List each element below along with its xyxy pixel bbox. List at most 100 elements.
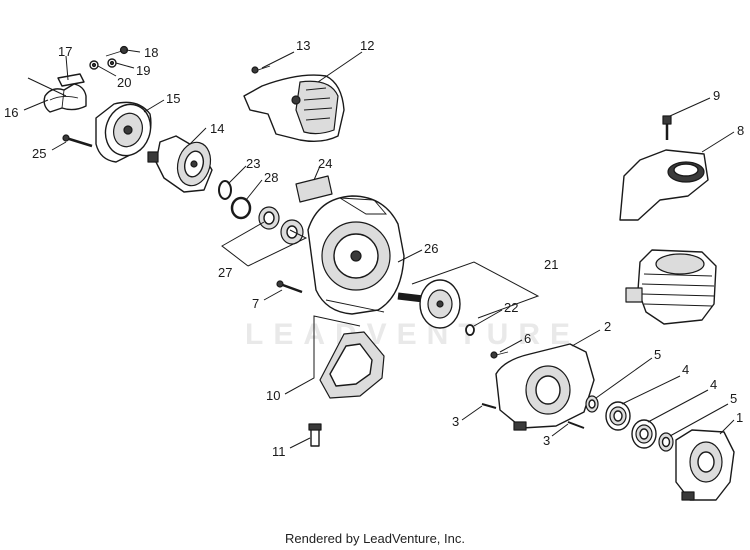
part-8-cylinder-cover xyxy=(619,149,709,221)
leader-6 xyxy=(499,339,523,353)
footer-credit: Rendered by LeadVenture, Inc. xyxy=(285,531,465,546)
callout-24: 24 xyxy=(318,156,332,171)
callout-numbers: 16 17 18 19 20 15 25 14 23 28 13 12 24 2… xyxy=(4,38,744,459)
callout-2: 2 xyxy=(604,319,611,334)
leader-11 xyxy=(289,437,311,449)
callout-28: 28 xyxy=(264,170,278,185)
part-4-bearing-a xyxy=(605,401,631,431)
callout-4-lower: 4 xyxy=(710,377,717,392)
part-28-ring xyxy=(230,196,252,220)
callout-21: 21 xyxy=(544,257,558,272)
callout-3-right: 3 xyxy=(543,433,550,448)
part-20-washer xyxy=(89,60,99,70)
part-4-bearing-b xyxy=(631,419,657,449)
leader-4b xyxy=(647,389,709,423)
leader-20 xyxy=(97,65,117,77)
callout-19: 19 xyxy=(136,63,150,78)
callout-13: 13 xyxy=(296,38,310,53)
leader-16b xyxy=(27,77,67,97)
leader-9 xyxy=(669,97,711,117)
leader-27 xyxy=(221,221,308,267)
part-10-strap xyxy=(319,331,385,399)
part-22-ring xyxy=(465,324,475,336)
part-23-ring xyxy=(218,180,232,200)
part-14-clutch-hub xyxy=(147,135,213,193)
part-3-pin-b xyxy=(567,421,585,429)
callout-4-upper: 4 xyxy=(682,362,689,377)
callout-18: 18 xyxy=(144,45,158,60)
leader-1 xyxy=(719,419,735,435)
leader-4a xyxy=(621,375,681,405)
callout-27: 27 xyxy=(218,265,232,280)
part-26-fan-housing xyxy=(307,195,405,315)
leader-8 xyxy=(701,131,735,153)
leader-24 xyxy=(313,165,321,181)
callout-14: 14 xyxy=(210,121,224,136)
part-7-bolt xyxy=(276,280,303,294)
callout-26: 26 xyxy=(424,241,438,256)
leader-5a xyxy=(595,357,653,399)
leader-26 xyxy=(397,249,423,263)
part-1-crankcase xyxy=(675,429,735,501)
leader-lines xyxy=(23,49,735,449)
part-12-shroud xyxy=(243,74,345,143)
leader-19 xyxy=(115,62,135,69)
callout-1: 1 xyxy=(736,410,743,425)
leader-2 xyxy=(571,329,601,347)
leader-14 xyxy=(189,127,207,145)
part-27-bearing-a xyxy=(258,206,280,230)
callout-6: 6 xyxy=(524,331,531,346)
leader-7 xyxy=(263,289,283,301)
part-24-gasket xyxy=(295,175,333,203)
part-25-screw xyxy=(62,134,93,148)
part-5-seal-b xyxy=(658,432,674,452)
callout-23: 23 xyxy=(246,156,260,171)
callout-20: 20 xyxy=(117,75,131,90)
callout-22: 22 xyxy=(504,300,518,315)
callout-11: 11 xyxy=(272,444,286,459)
leader-18 xyxy=(125,49,141,53)
leader-3a xyxy=(461,405,483,421)
callout-25: 25 xyxy=(32,146,46,161)
part-2-crankcase xyxy=(495,343,595,431)
part-27-bearing-b xyxy=(280,219,304,245)
leader-17 xyxy=(65,55,69,81)
part-17-clamp-top xyxy=(57,73,85,87)
part-21-drum xyxy=(397,279,461,329)
leader-16 xyxy=(23,99,49,111)
callout-5-lower: 5 xyxy=(730,391,737,406)
leader-13 xyxy=(261,51,295,69)
callout-8: 8 xyxy=(737,123,744,138)
callout-16: 16 xyxy=(4,105,18,120)
leader-15 xyxy=(143,99,165,113)
leader-28 xyxy=(245,179,263,201)
part-15-clutch-cover xyxy=(95,101,152,163)
callout-9: 9 xyxy=(713,88,720,103)
callout-17: 17 xyxy=(58,44,72,59)
callout-15: 15 xyxy=(166,91,180,106)
watermark: LEADVENTURE xyxy=(245,318,581,351)
cylinder-block xyxy=(625,249,717,325)
leader-10 xyxy=(284,315,361,395)
part-5-seal-a xyxy=(585,395,599,413)
part-19-washer xyxy=(107,58,117,68)
callout-5-upper: 5 xyxy=(654,347,661,362)
callout-10: 10 xyxy=(266,388,280,403)
callout-12: 12 xyxy=(360,38,374,53)
part-9-bolt xyxy=(662,115,672,140)
callout-3-left: 3 xyxy=(452,414,459,429)
leader-12 xyxy=(317,51,363,83)
part-3-pin-a xyxy=(481,403,497,409)
leader-23 xyxy=(227,165,247,185)
callout-7: 7 xyxy=(252,296,259,311)
leader-5b xyxy=(669,403,729,437)
part-6-bolt xyxy=(490,351,509,359)
leader-25 xyxy=(51,141,67,151)
leader-21 xyxy=(411,261,540,319)
part-11-bolt xyxy=(308,423,322,447)
part-13-screw xyxy=(251,65,271,74)
leader-3b xyxy=(551,423,569,437)
part-18-bolt xyxy=(105,45,129,57)
